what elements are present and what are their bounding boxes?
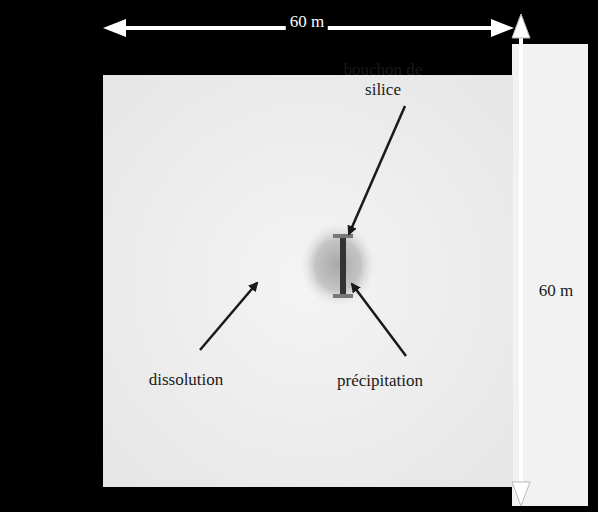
leader-arrow (352, 284, 406, 356)
side-strip (512, 44, 588, 506)
process-label: dissolution (149, 370, 224, 390)
silica-plug (333, 234, 353, 298)
leader-arrow (349, 106, 405, 234)
process-label: précipitation (337, 371, 423, 391)
part-label: bouchon de silice (338, 60, 428, 99)
dimension-label: 60 m (539, 281, 573, 301)
domain-panel (103, 75, 513, 487)
dimension-label: 60 m (286, 12, 328, 32)
precipitation-cloud (300, 223, 376, 307)
leader-arrow (200, 283, 257, 350)
height-arrow (512, 14, 530, 506)
